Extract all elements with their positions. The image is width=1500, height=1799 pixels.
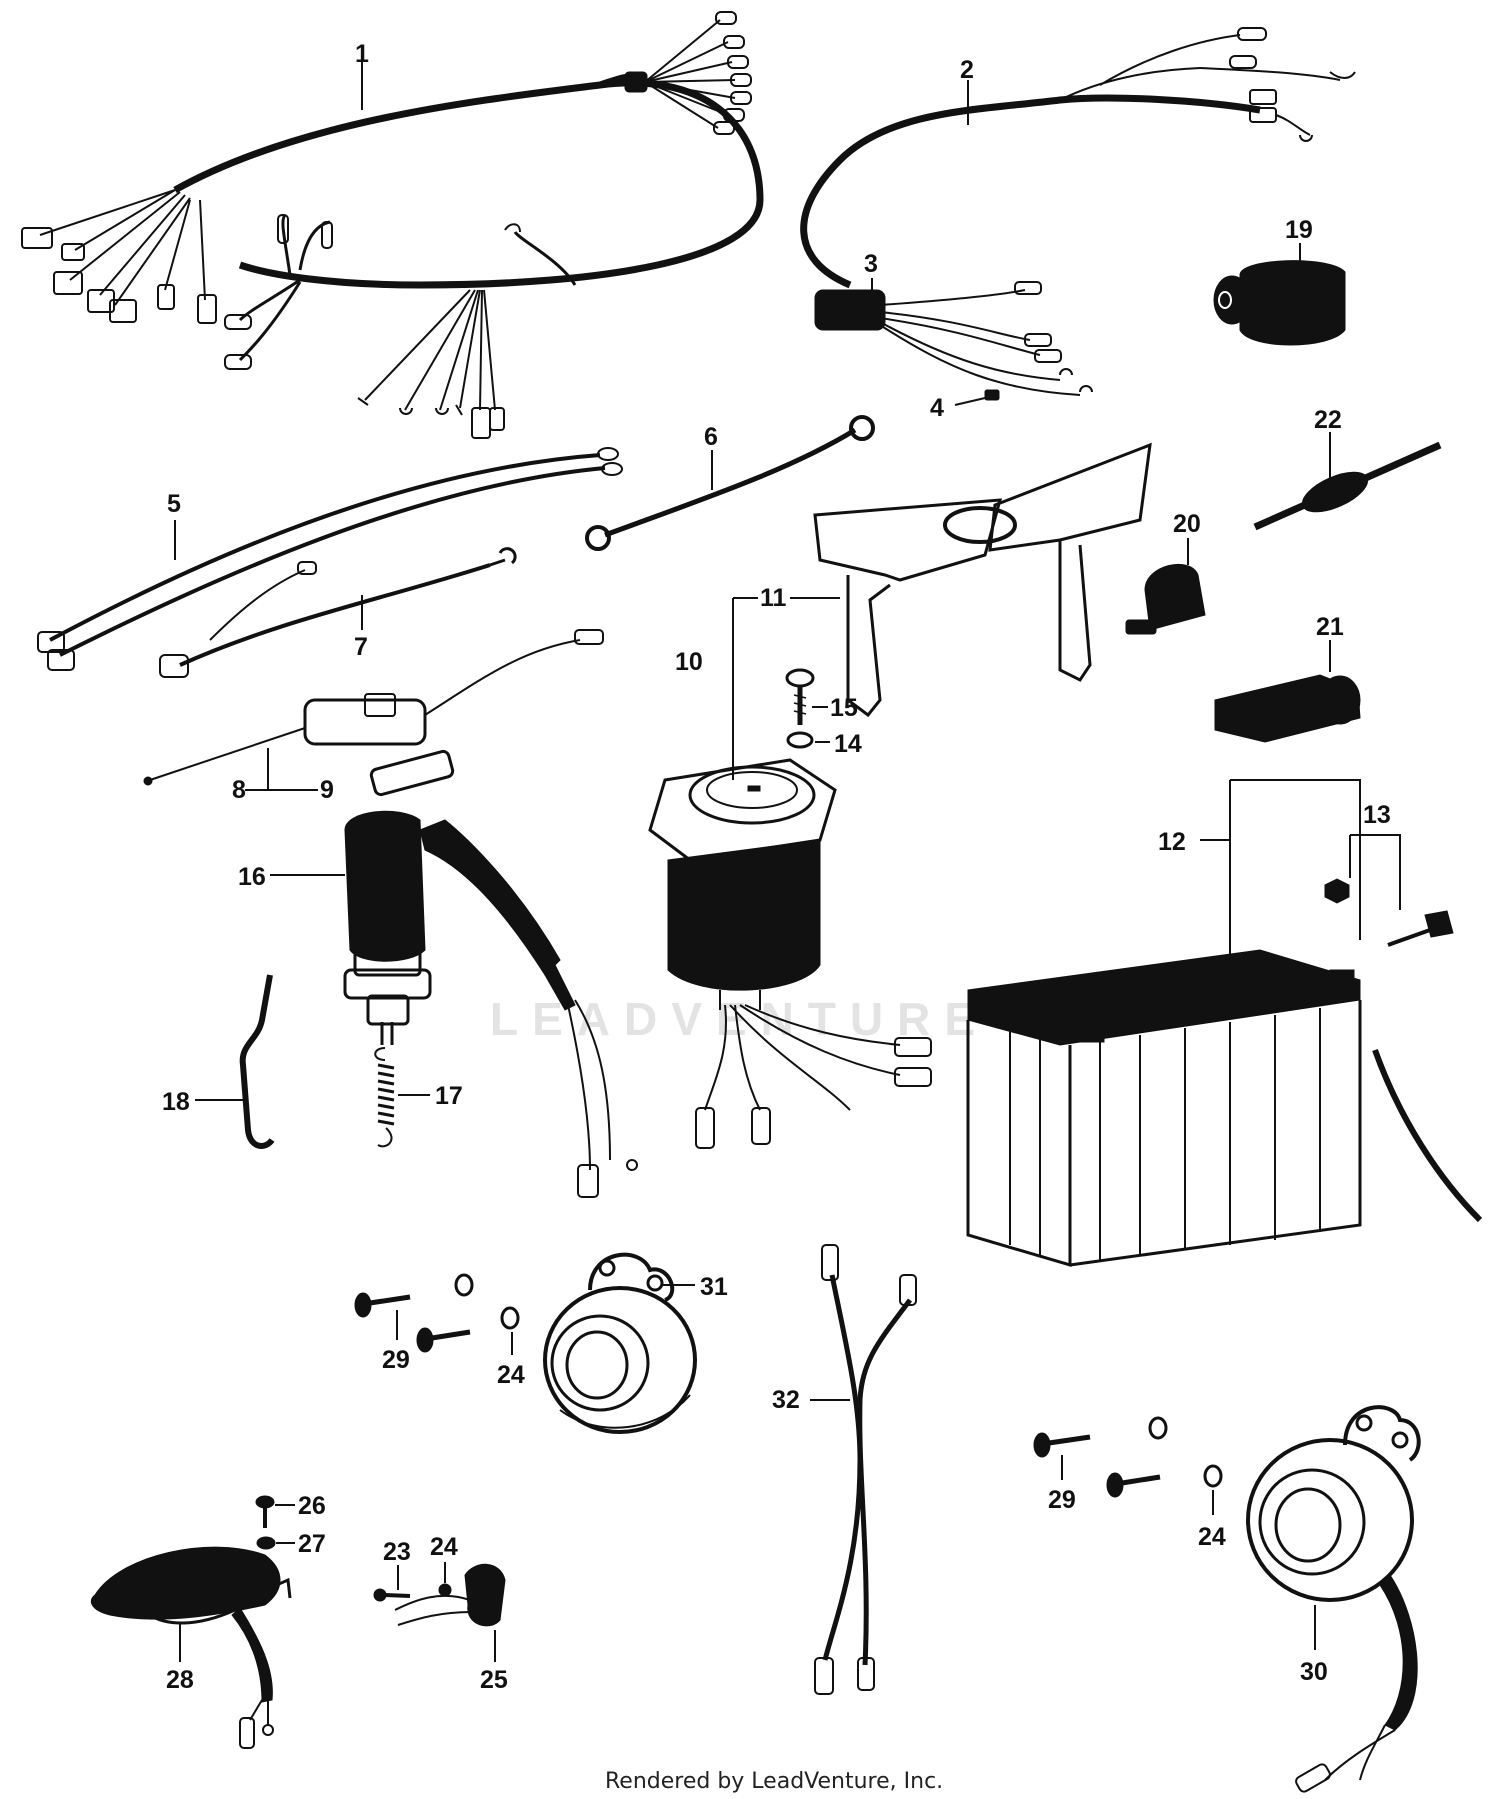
- callout-6: 6: [704, 423, 718, 451]
- part-21-connector[interactable]: [1214, 674, 1361, 743]
- part-10-ignition-switch[interactable]: [648, 758, 932, 1149]
- part-22-fuse-holder[interactable]: [1253, 441, 1442, 531]
- part-26-screw[interactable]: [255, 1495, 275, 1528]
- leader-8: [245, 748, 269, 791]
- part-23-screw[interactable]: [373, 1588, 411, 1602]
- part-25-resistor[interactable]: [394, 1563, 506, 1627]
- part-27-washer[interactable]: [256, 1536, 276, 1550]
- part-9-condenser-rod[interactable]: [369, 749, 455, 797]
- part-3-harness-connector[interactable]: [814, 281, 1093, 396]
- part-20-bulb-socket[interactable]: [1125, 563, 1206, 635]
- part-31-horn[interactable]: [543, 1252, 697, 1434]
- part-29-screw-a[interactable]: [354, 1292, 471, 1353]
- callout-27: 27: [298, 1530, 326, 1558]
- part-24-washer-c[interactable]: [438, 1583, 452, 1597]
- callout-22: 22: [1314, 406, 1342, 434]
- part-6-ground-cable[interactable]: [585, 415, 875, 551]
- part-19-switch[interactable]: [1213, 260, 1346, 346]
- part-24-washer-a[interactable]: [454, 1273, 520, 1330]
- part-13-battery-bolt-nut[interactable]: [1324, 878, 1454, 947]
- leader-13: [1350, 834, 1401, 910]
- part-32-horn-wire[interactable]: [814, 1244, 917, 1695]
- callout-8: 8: [232, 776, 246, 804]
- callout-15: 15: [830, 694, 858, 722]
- callout-3: 3: [864, 250, 878, 278]
- callout-21: 21: [1316, 613, 1344, 641]
- part-17-spring[interactable]: [374, 1047, 395, 1148]
- callout-26: 26: [298, 1492, 326, 1520]
- footer-credit: Rendered by LeadVenture, Inc.: [605, 1769, 943, 1794]
- callout-24c: 24: [430, 1533, 458, 1561]
- part-4-wire-band[interactable]: [984, 389, 1000, 401]
- callout-10: 10: [675, 648, 703, 676]
- part-7-wire[interactable]: [159, 547, 517, 678]
- leader-12: [1229, 779, 1361, 960]
- part-8-condenser[interactable]: [143, 629, 604, 786]
- part-30-horn[interactable]: [1246, 1405, 1421, 1793]
- callout-5: 5: [167, 490, 181, 518]
- part-29-screw-b[interactable]: [1033, 1432, 1161, 1498]
- callout-32: 32: [772, 1386, 800, 1414]
- part-28-cover[interactable]: [90, 1546, 292, 1749]
- leader-4: [954, 397, 986, 406]
- part-11-key-set[interactable]: [813, 442, 1152, 718]
- leader-10: [732, 597, 758, 780]
- callout-17: 17: [435, 1082, 463, 1110]
- callout-16: 16: [238, 863, 266, 891]
- callout-4: 4: [930, 394, 944, 422]
- callout-14: 14: [834, 730, 862, 758]
- part-2-wire-harness[interactable]: [800, 27, 1356, 289]
- callout-24b: 24: [1198, 1523, 1226, 1551]
- part-5-wire[interactable]: [37, 447, 623, 671]
- callout-13: 13: [1363, 801, 1391, 829]
- callout-11: 11: [760, 584, 787, 612]
- part-24-washer-b[interactable]: [1148, 1416, 1223, 1488]
- callout-12: 12: [1158, 828, 1186, 856]
- callout-31: 31: [700, 1273, 728, 1301]
- callout-29a: 29: [382, 1346, 410, 1374]
- callout-23: 23: [383, 1538, 411, 1566]
- part-15-screw[interactable]: [785, 668, 815, 725]
- callout-28: 28: [166, 1666, 194, 1694]
- callout-24a: 24: [497, 1361, 525, 1389]
- callout-20: 20: [1173, 510, 1201, 538]
- part-18-switch-rod[interactable]: [239, 974, 275, 1149]
- part-14-washer[interactable]: [786, 731, 814, 749]
- callout-29b: 29: [1048, 1486, 1076, 1514]
- callout-19: 19: [1285, 216, 1313, 244]
- callout-1: 1: [355, 40, 369, 68]
- callout-25: 25: [480, 1666, 508, 1694]
- part-16-stop-switch[interactable]: [343, 810, 638, 1198]
- callout-7: 7: [354, 633, 368, 661]
- part-1-main-wire-harness[interactable]: [21, 11, 764, 439]
- part-12-battery[interactable]: [966, 949, 1483, 1268]
- callout-30: 30: [1300, 1658, 1328, 1686]
- callout-9: 9: [320, 776, 334, 804]
- callout-18: 18: [162, 1088, 190, 1116]
- callout-2: 2: [960, 56, 974, 84]
